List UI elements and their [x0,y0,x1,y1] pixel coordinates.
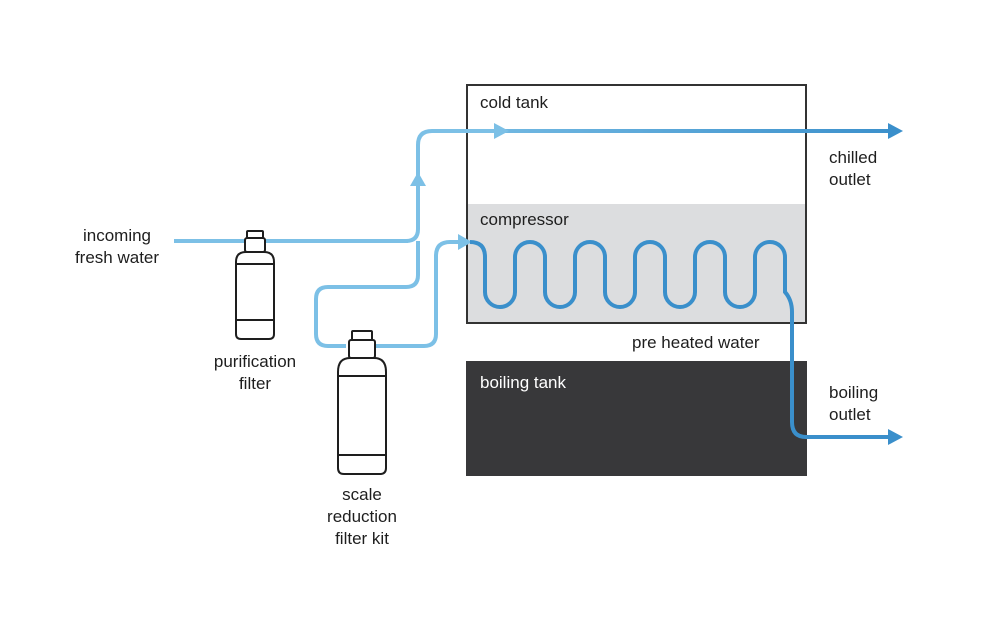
chilled-flow-arrow [494,123,509,139]
scale-branch-pipe [314,241,420,348]
scale-filter-label: scale reduction filter kit [327,485,397,548]
purification-filter-icon [235,230,275,340]
compressor-coil [469,240,890,439]
boiling-outlet-arrow [888,429,903,445]
cold-riser-pipe [405,129,500,243]
pre-heated-water-label: pre heated water [632,333,760,352]
scale-filter-icon [337,330,387,475]
chilled-outlet-arrow [888,123,903,139]
chilled-outlet-label: chilled outlet [829,148,878,189]
boiling-outlet-label: boiling outlet [829,383,879,424]
cold-tank-label: cold tank [480,93,549,112]
scale-outlet-pipe [374,240,466,348]
compressor-inlet-arrow [458,234,472,250]
riser-arrow [410,172,426,186]
boiling-tank-box [466,361,807,476]
compressor-label: compressor [480,210,569,229]
incoming-water-label: incoming fresh water [74,226,160,267]
purification-filter-label: purification filter [213,352,297,393]
boiling-tank-label: boiling tank [480,373,567,392]
